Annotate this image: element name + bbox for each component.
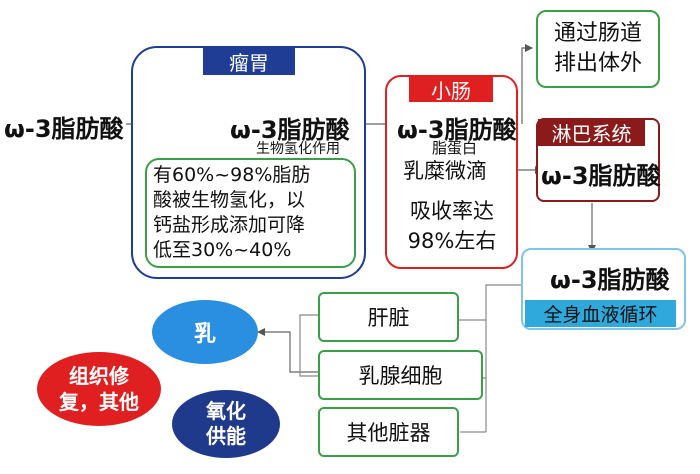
tissue-repair-oval: 组织修 复，其他 <box>37 352 161 426</box>
lymph-title: 淋巴系统 <box>538 119 645 146</box>
lipoprotein-label: 脂蛋白 <box>432 139 478 157</box>
chylomicron-label: 乳糜微滴 <box>403 159 487 183</box>
circulation-fatty-acid-label: ω-3脂肪酸 <box>550 266 670 294</box>
rumen-fatty-acid-label: ω-3脂肪酸 <box>230 116 350 144</box>
arrow-organs-to-milk <box>257 328 318 373</box>
start-fatty-acid-label: ω-3脂肪酸 <box>4 115 124 143</box>
liver-box: 肝脏 <box>318 292 459 342</box>
oxidation-energy-oval: 氧化 供能 <box>172 390 280 458</box>
small-intestine-title: 小肠 <box>409 76 493 103</box>
note-line-2: 酸被生物氢化，以 <box>153 189 306 211</box>
mammary-cell-box: 乳腺细胞 <box>318 350 483 400</box>
repair-line-1: 组织修 <box>69 364 129 388</box>
rumen-title: 瘤胃 <box>203 47 295 75</box>
excrete-line-2: 排出体外 <box>553 51 642 76</box>
note-line-1: 有60%~98%脂肪 <box>153 164 311 186</box>
hydrogenation-note: 有60%~98%脂肪 酸被生物氢化，以 钙盐形成添加可降 低至30%~40% <box>145 158 356 268</box>
line-liver-to-mammary <box>299 314 318 377</box>
small-intestine-container <box>385 75 518 269</box>
note-line-3: 钙盐形成添加可降 <box>153 214 306 236</box>
excrete-box: 通过肠道 排出体外 <box>536 10 660 88</box>
excrete-line-1: 通过肠道 <box>553 21 642 46</box>
other-organs-box: 其他脏器 <box>318 407 459 457</box>
milk-oval: 乳 <box>152 300 258 364</box>
intestine-fatty-acid-label: ω-3脂肪酸 <box>397 116 517 144</box>
line-circulation-to-organs <box>482 284 523 379</box>
absorption-line-2: 98%左右 <box>407 229 497 253</box>
oxidation-line-2: 供能 <box>206 424 246 448</box>
circulation-label: 全身血液循环 <box>525 300 676 327</box>
note-line-4: 低至30%~40% <box>153 239 292 261</box>
lymph-fatty-acid-label: ω-3脂肪酸 <box>541 162 661 190</box>
absorption-rate: 吸收率达 98%左右 <box>388 196 516 256</box>
arrow-intestine-to-excrete <box>521 44 533 124</box>
hydrogenation-label: 生物氢化作用 <box>256 141 340 157</box>
repair-line-2: 复，其他 <box>59 390 139 414</box>
absorption-line-1: 吸收率达 <box>410 199 494 223</box>
oxidation-line-1: 氧化 <box>206 399 246 423</box>
